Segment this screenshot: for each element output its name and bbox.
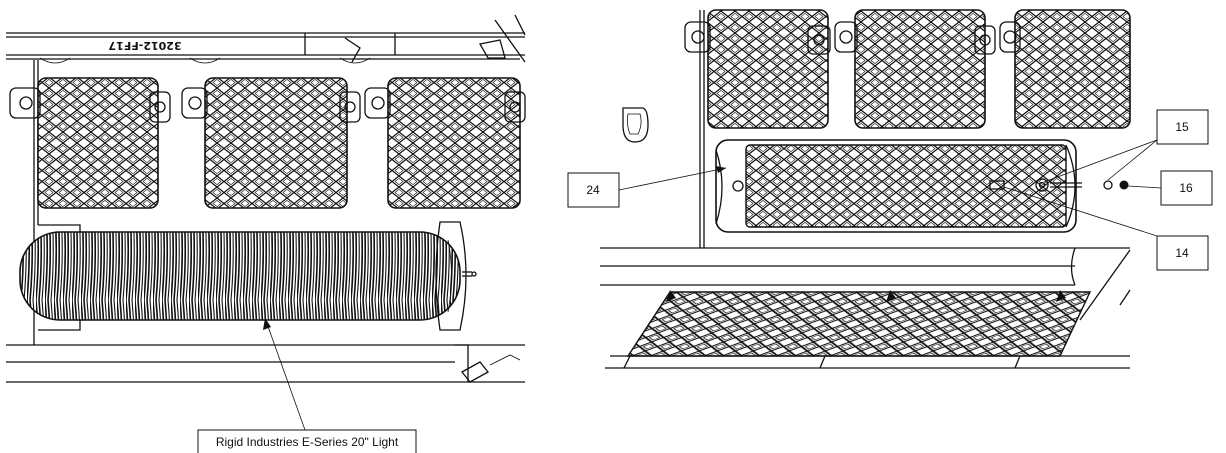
bottom-rail — [6, 344, 525, 383]
top-frame-rail — [6, 14, 526, 64]
light-callout-box: Rigid Industries E-Series 20" Light — [197, 429, 417, 453]
callout-24: 24 — [567, 166, 727, 208]
lower-mesh-panel — [605, 290, 1130, 369]
right-lamp-guard-2 — [834, 9, 996, 129]
callout-15: 15 — [1043, 109, 1209, 183]
e-series-light-bar — [19, 221, 477, 331]
right-view: 24 15 16 14 — [567, 9, 1213, 369]
light-callout-label: Rigid Industries E-Series 20" Light — [216, 435, 399, 449]
d-ring — [622, 107, 649, 143]
lamp-guard-3 — [364, 77, 526, 209]
callout-14: 14 — [1003, 186, 1209, 271]
right-lamp-guard-1 — [684, 9, 831, 129]
right-lamp-guard-3 — [999, 9, 1131, 129]
callout-24-label: 24 — [586, 183, 600, 197]
left-view: 32012-FF17 — [6, 14, 526, 453]
light-cover-assembly — [715, 139, 1129, 233]
lamp-guard-1 — [9, 77, 171, 209]
callout-15-label: 15 — [1175, 120, 1189, 134]
callout-14-label: 14 — [1175, 246, 1189, 260]
callout-16: 16 — [1127, 170, 1213, 206]
callout-16-label: 16 — [1179, 181, 1193, 195]
light-leader-line — [264, 317, 306, 431]
lamp-guard-2 — [181, 77, 361, 209]
part-stamp: 32012-FF17 — [108, 39, 181, 52]
right-bottom-rail — [600, 247, 1131, 321]
